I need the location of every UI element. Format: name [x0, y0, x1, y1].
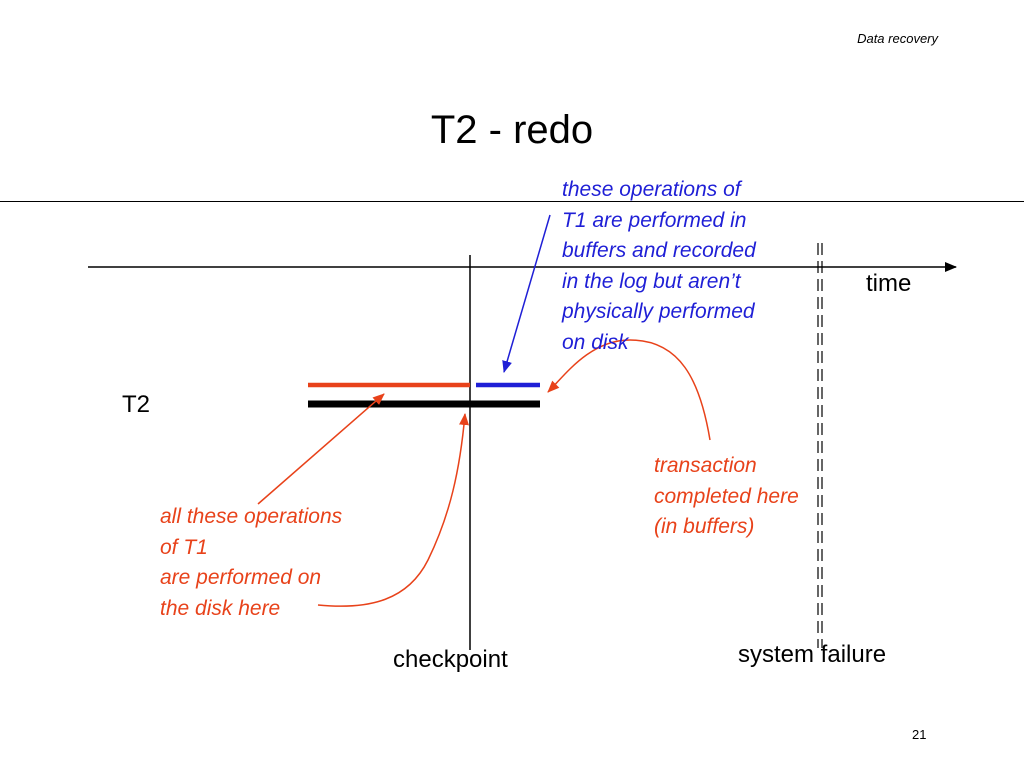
note-line: in the log but aren’t [562, 269, 741, 293]
disk-annotation-arrow-2 [317, 413, 470, 607]
blue-annotation-arrow [502, 214, 551, 373]
title-divider [0, 201, 1024, 202]
note-line: buffers and recorded [562, 239, 756, 262]
note-line: transaction [654, 454, 757, 477]
note-line: the disk here [160, 596, 281, 620]
note-line: (in buffers) [654, 515, 755, 538]
page-number: 21 [912, 727, 927, 742]
checkpoint-label: checkpoint [393, 646, 508, 673]
note-line: completed here [654, 484, 799, 508]
note-line: all these operations [160, 505, 343, 528]
transaction-completed-note: transaction completed here (in buffers) [654, 451, 799, 543]
completed-annotation-arrow [547, 339, 711, 441]
section-header: Data recovery [857, 31, 938, 46]
note-line: these operations of [562, 178, 741, 201]
buffer-operations-note: these operations of T1 are performed in … [562, 175, 756, 358]
transaction-label: T2 [122, 391, 151, 418]
disk-operations-note: all these operations of T1 are performed… [160, 502, 342, 624]
slide-title: T2 - redo [430, 108, 594, 152]
note-line: T1 are performed in [562, 208, 747, 232]
disk-annotation-arrow-1 [257, 393, 385, 505]
note-line: of T1 [160, 535, 208, 559]
note-line: physically performed [562, 300, 755, 323]
system-failure-line [817, 243, 823, 648]
note-line: on disk [562, 330, 629, 354]
time-label: time [866, 270, 912, 297]
note-line: are performed on [160, 566, 322, 589]
system-failure-label: system failure [738, 641, 887, 668]
